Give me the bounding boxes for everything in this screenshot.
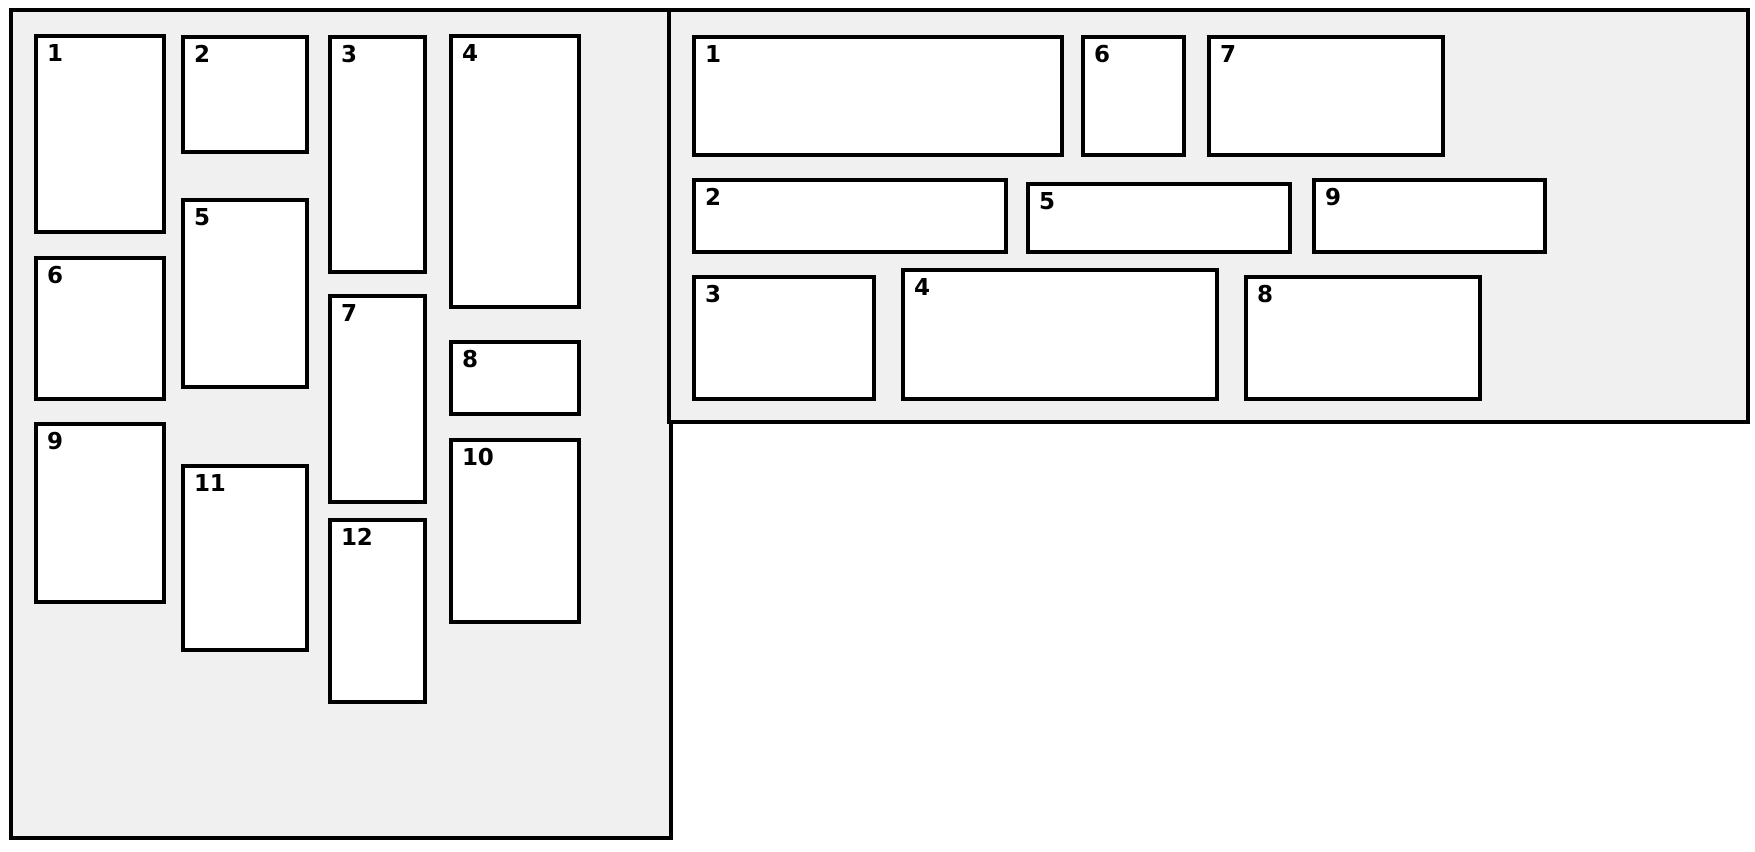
layout-box-label: 1 xyxy=(47,41,63,67)
layout-box-11[interactable]: 11 xyxy=(181,464,309,652)
right-panel: 1 6 7 2 5 9 3 4 8 xyxy=(667,8,1750,424)
layout-box-6[interactable]: 6 xyxy=(34,256,166,401)
layout-box-label: 11 xyxy=(194,471,226,497)
layout-box-label: 1 xyxy=(705,42,721,68)
layout-box-label: 10 xyxy=(462,445,494,471)
layout-box-label: 8 xyxy=(1257,282,1273,308)
layout-box-label: 4 xyxy=(462,41,478,67)
layout-box-8[interactable]: 8 xyxy=(1244,275,1482,401)
layout-box-7[interactable]: 7 xyxy=(1207,35,1445,157)
layout-box-label: 2 xyxy=(705,185,721,211)
layout-box-label: 2 xyxy=(194,42,210,68)
layout-box-8[interactable]: 8 xyxy=(449,340,581,416)
layout-box-label: 5 xyxy=(194,205,210,231)
layout-box-10[interactable]: 10 xyxy=(449,438,581,624)
layout-box-9[interactable]: 9 xyxy=(34,422,166,604)
layout-box-4[interactable]: 4 xyxy=(901,268,1219,401)
layout-box-label: 3 xyxy=(341,42,357,68)
layout-box-4[interactable]: 4 xyxy=(449,34,581,309)
layout-box-12[interactable]: 12 xyxy=(328,518,427,704)
layout-box-1[interactable]: 1 xyxy=(34,34,166,234)
layout-box-3[interactable]: 3 xyxy=(328,35,427,274)
layout-box-5[interactable]: 5 xyxy=(1026,182,1292,254)
layout-box-2[interactable]: 2 xyxy=(181,35,309,154)
layout-box-1[interactable]: 1 xyxy=(692,35,1064,157)
layout-box-9[interactable]: 9 xyxy=(1312,178,1547,254)
layout-box-7[interactable]: 7 xyxy=(328,294,427,504)
layout-box-label: 9 xyxy=(1325,185,1341,211)
layout-box-2[interactable]: 2 xyxy=(692,178,1008,254)
layout-box-label: 12 xyxy=(341,525,373,551)
layout-box-6[interactable]: 6 xyxy=(1081,35,1186,157)
layout-box-label: 7 xyxy=(341,301,357,327)
layout-box-label: 8 xyxy=(462,347,478,373)
layout-box-label: 3 xyxy=(705,282,721,308)
layout-box-3[interactable]: 3 xyxy=(692,275,876,401)
layout-box-label: 7 xyxy=(1220,42,1236,68)
layout-box-label: 5 xyxy=(1039,189,1055,215)
layout-box-label: 4 xyxy=(914,275,930,301)
layout-box-label: 6 xyxy=(47,263,63,289)
layout-box-label: 6 xyxy=(1094,42,1110,68)
layout-box-label: 9 xyxy=(47,429,63,455)
layout-box-5[interactable]: 5 xyxy=(181,198,309,389)
